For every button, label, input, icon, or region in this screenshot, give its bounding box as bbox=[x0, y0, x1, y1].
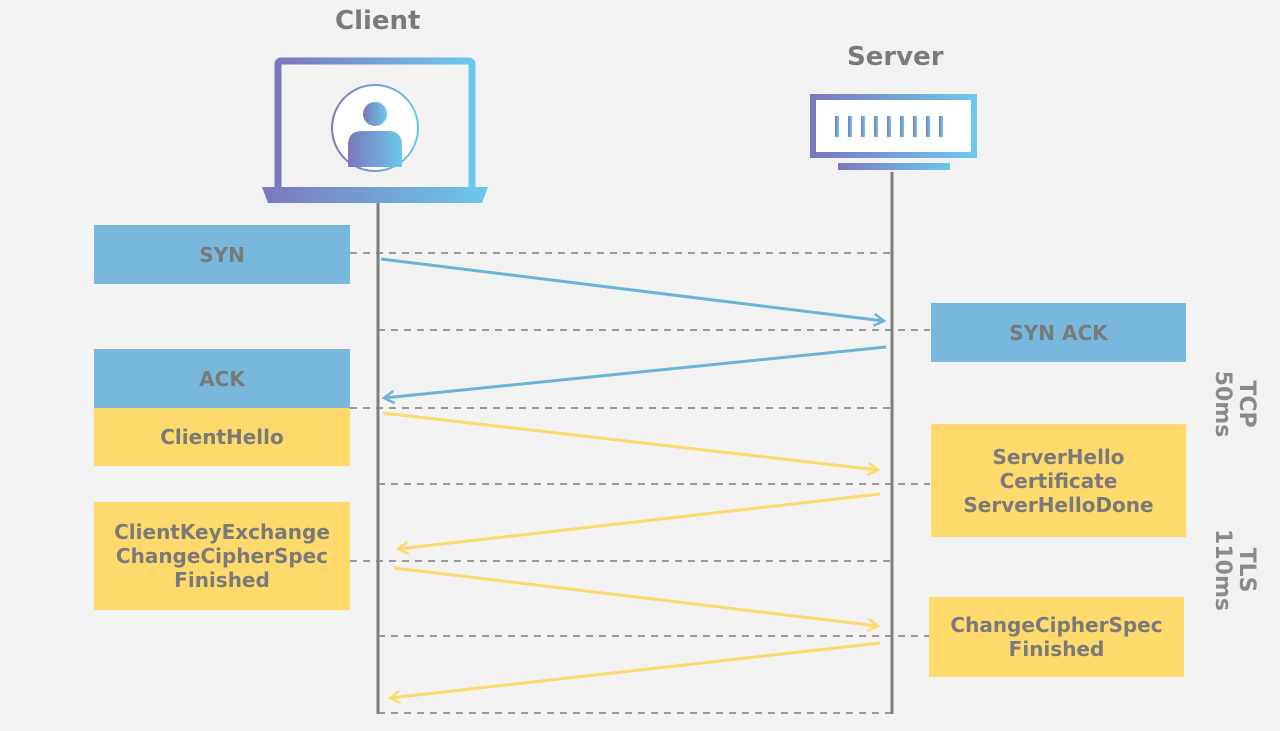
time-markers bbox=[350, 252, 930, 714]
tcp-phase-label: TCP 50ms bbox=[1210, 354, 1259, 454]
message-line: SYN ACK bbox=[1009, 320, 1108, 345]
message-line: Certificate bbox=[999, 468, 1118, 493]
syn-message: SYN bbox=[94, 225, 350, 284]
tls-phase-label: TLS 110ms bbox=[1210, 520, 1259, 620]
message-line: ServerHelloDone bbox=[963, 492, 1154, 517]
ack-message: ACK bbox=[94, 349, 350, 408]
client-hello-message: ClientHello bbox=[94, 408, 350, 466]
message-line: ClientKeyExchange bbox=[114, 520, 330, 544]
server-hello-arrow bbox=[398, 492, 881, 549]
message-line: ChangeCipherSpec bbox=[115, 544, 329, 568]
message-line: Finished bbox=[174, 568, 270, 592]
client-hello-arrow bbox=[382, 411, 878, 470]
syn-ack-message: SYN ACK bbox=[931, 303, 1186, 362]
server-label: Server bbox=[847, 42, 944, 72]
server-icon bbox=[810, 94, 977, 170]
message-line: SYN bbox=[199, 242, 245, 267]
message-line: ServerHello bbox=[992, 444, 1125, 469]
laptop-icon bbox=[262, 57, 488, 203]
tcp-phase-name: TCP bbox=[1234, 380, 1259, 428]
tls-phase-duration: 110ms bbox=[1210, 529, 1235, 611]
message-line: ClientHello bbox=[160, 425, 284, 449]
client-key-exchange-arrow bbox=[393, 566, 878, 626]
message-line: ACK bbox=[199, 366, 245, 391]
tcp-phase-duration: 50ms bbox=[1210, 370, 1235, 438]
message-line: Finished bbox=[1008, 637, 1105, 661]
user-icon bbox=[331, 84, 419, 172]
server-finished-arrow bbox=[390, 641, 881, 698]
message-line: ChangeCipherSpec bbox=[950, 613, 1163, 637]
syn-ack-arrow bbox=[384, 345, 887, 398]
tls-phase-name: TLS bbox=[1234, 547, 1259, 593]
client-label: Client bbox=[335, 6, 421, 36]
syn-arrow bbox=[380, 257, 884, 321]
